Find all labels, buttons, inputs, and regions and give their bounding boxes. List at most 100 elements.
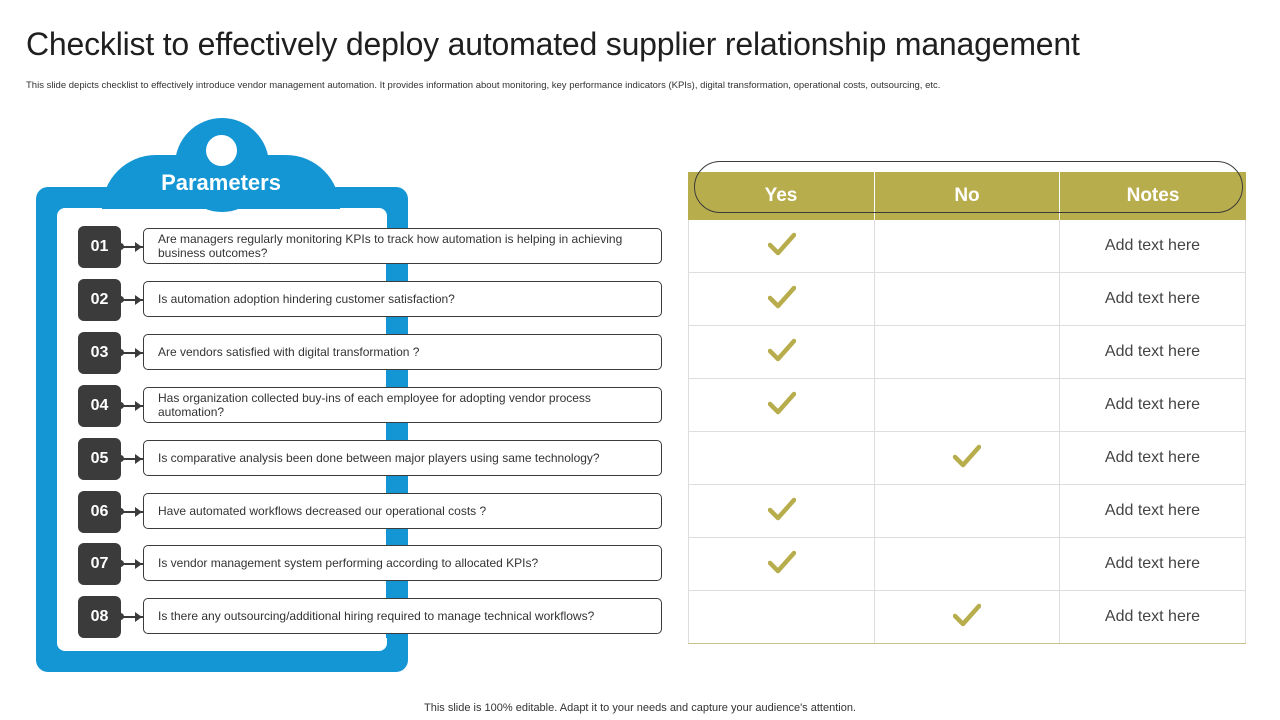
connector-arrow	[135, 348, 142, 358]
item-number: 06	[78, 491, 121, 533]
connector-dot	[117, 296, 124, 303]
page-title: Checklist to effectively deploy automate…	[26, 26, 1080, 62]
header-yes: Yes	[764, 185, 798, 206]
cell-notes[interactable]: Add text here	[1059, 538, 1246, 590]
connector-arrow	[135, 401, 142, 411]
cell-yes	[688, 273, 874, 325]
question-text: Has organization collected buy-ins of ea…	[158, 391, 591, 419]
connector-line	[121, 563, 143, 565]
cell-no	[874, 379, 1059, 431]
item-number: 02	[78, 279, 121, 321]
connector-line	[121, 405, 143, 407]
question-text: Is comparative analysis been done betwee…	[158, 451, 600, 465]
question-text: Are vendors satisfied with digital trans…	[158, 345, 420, 359]
connector-line	[121, 299, 143, 301]
clipboard-clip-hole	[206, 135, 237, 166]
connector-arrow	[135, 507, 142, 517]
question-text: Is there any outsourcing/additional hiri…	[158, 609, 595, 623]
cell-no	[874, 485, 1059, 537]
connector-dot	[117, 402, 124, 409]
table-row: Add text here	[688, 591, 1246, 644]
connector-arrow	[135, 559, 142, 569]
question-text: Is vendor management system performing a…	[158, 556, 539, 570]
question-text: Are managers regularly monitoring KPIs t…	[158, 232, 623, 260]
question-text: Have automated workflows decreased our o…	[158, 504, 487, 518]
table-row: Add text here	[688, 379, 1246, 432]
parameter-row: 03 Are vendors satisfied with digital tra…	[78, 332, 664, 374]
check-icon	[767, 232, 796, 261]
connector-line	[121, 458, 143, 460]
parameter-row: 05 Is comparative analysis been done betw…	[78, 438, 664, 480]
cell-no	[874, 273, 1059, 325]
page-subtitle: This slide depicts checklist to effectiv…	[26, 80, 941, 91]
cell-notes[interactable]: Add text here	[1059, 220, 1246, 272]
cell-yes	[688, 220, 874, 272]
connector-dot	[117, 243, 124, 250]
item-number: 04	[78, 385, 121, 427]
footer-note: This slide is 100% editable. Adapt it to…	[424, 702, 856, 714]
cell-notes[interactable]: Add text here	[1059, 485, 1246, 537]
check-icon	[767, 391, 796, 420]
connector-dot	[117, 349, 124, 356]
cell-yes	[688, 326, 874, 378]
table-row: Add text here	[688, 485, 1246, 538]
parameter-row: 07 Is vendor management system performing…	[78, 543, 664, 585]
parameter-row: 02 Is automation adoption hindering custo…	[78, 279, 664, 321]
item-number: 05	[78, 438, 121, 480]
connector-dot	[117, 455, 124, 462]
cell-notes[interactable]: Add text here	[1059, 273, 1246, 325]
item-number: 03	[78, 332, 121, 374]
table-row: Add text here	[688, 273, 1246, 326]
connector-arrow	[135, 612, 142, 622]
table-row: Add text here	[688, 538, 1246, 591]
connector-line	[121, 616, 143, 618]
connector-arrow	[135, 454, 142, 464]
header-no: No	[874, 172, 1059, 220]
cell-yes	[688, 591, 874, 643]
question-box: Are vendors satisfied with digital trans…	[143, 334, 662, 370]
connector-arrow	[135, 242, 142, 252]
cell-no	[874, 432, 1059, 484]
connector-line	[121, 352, 143, 354]
check-icon	[952, 603, 982, 632]
check-icon	[952, 444, 982, 473]
header-outline	[694, 161, 1243, 213]
cell-yes	[688, 379, 874, 431]
table-row: Add text here	[688, 220, 1246, 273]
question-box: Have automated workflows decreased our o…	[143, 493, 662, 529]
connector-dot	[117, 613, 124, 620]
cell-notes[interactable]: Add text here	[1059, 379, 1246, 431]
question-box: Is vendor management system performing a…	[143, 545, 662, 581]
connector-dot	[117, 508, 124, 515]
connector-line	[121, 246, 143, 248]
parameter-row: 04 Has organization collected buy-ins of …	[78, 385, 664, 427]
cell-no	[874, 326, 1059, 378]
cell-notes[interactable]: Add text here	[1059, 591, 1246, 643]
header-notes: Notes	[1059, 172, 1246, 220]
connector-dot	[117, 560, 124, 567]
cell-no	[874, 591, 1059, 643]
cell-notes[interactable]: Add text here	[1059, 432, 1246, 484]
question-box: Has organization collected buy-ins of ea…	[143, 387, 662, 423]
connector-line	[121, 511, 143, 513]
table-row: Add text here	[688, 326, 1246, 379]
question-box: Is automation adoption hindering custome…	[143, 281, 662, 317]
cell-yes	[688, 538, 874, 590]
parameter-row: 01 Are managers regularly monitoring KPIs…	[78, 226, 664, 268]
question-box: Is comparative analysis been done betwee…	[143, 440, 662, 476]
check-icon	[767, 550, 796, 579]
table-row: Add text here	[688, 432, 1246, 485]
item-number: 01	[78, 226, 121, 268]
item-number: 07	[78, 543, 121, 585]
cell-yes	[688, 432, 874, 484]
question-box: Is there any outsourcing/additional hiri…	[143, 598, 662, 634]
check-icon	[767, 497, 796, 526]
cell-yes	[688, 485, 874, 537]
check-icon	[767, 338, 796, 367]
cell-notes[interactable]: Add text here	[1059, 326, 1246, 378]
question-box: Are managers regularly monitoring KPIs t…	[143, 228, 662, 264]
cell-no	[874, 220, 1059, 272]
cell-no	[874, 538, 1059, 590]
